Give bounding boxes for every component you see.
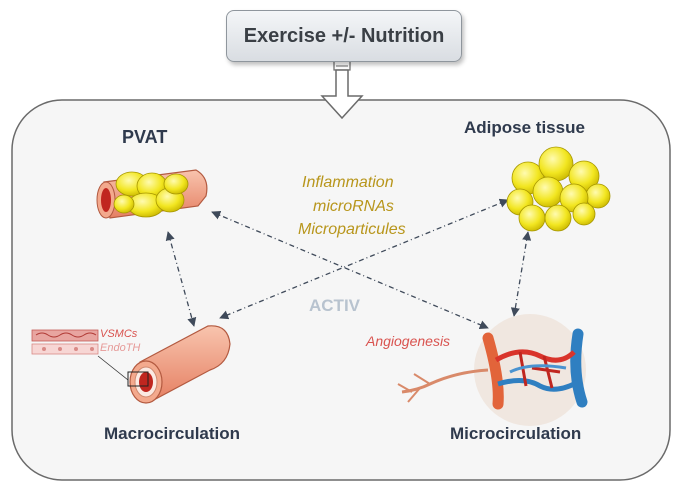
vessel-layers-illustration bbox=[31, 329, 129, 381]
adipose-tissue-label: Adipose tissue bbox=[464, 118, 585, 137]
activ-label: ACTIV bbox=[309, 296, 360, 315]
mediator-inflammation: Inflammation bbox=[302, 174, 394, 191]
pvat-illustration bbox=[96, 169, 208, 219]
adipose-illustration bbox=[506, 146, 611, 232]
mediator-micrornas: microRNAs bbox=[313, 198, 394, 215]
mediator-microparticules: Microparticules bbox=[298, 221, 406, 238]
title-box: Exercise +/- Nutrition bbox=[226, 10, 462, 62]
microcirculation-label: Microcirculation bbox=[450, 424, 582, 443]
arrow-pvat-macro bbox=[165, 231, 197, 327]
arrow-adipose-macro bbox=[219, 198, 509, 320]
macro-vessel-illustration bbox=[127, 325, 231, 404]
micro-illustration bbox=[397, 314, 588, 426]
angiogenesis-label: Angiogenesis bbox=[366, 333, 451, 349]
endoth-label: EndoTH bbox=[100, 342, 141, 354]
macrocirculation-label: Macrocirculation bbox=[104, 424, 241, 443]
vsmc-label: VSMCs bbox=[100, 328, 138, 340]
pvat-label: PVAT bbox=[122, 127, 168, 147]
arrow-adipose-micro bbox=[510, 231, 532, 317]
